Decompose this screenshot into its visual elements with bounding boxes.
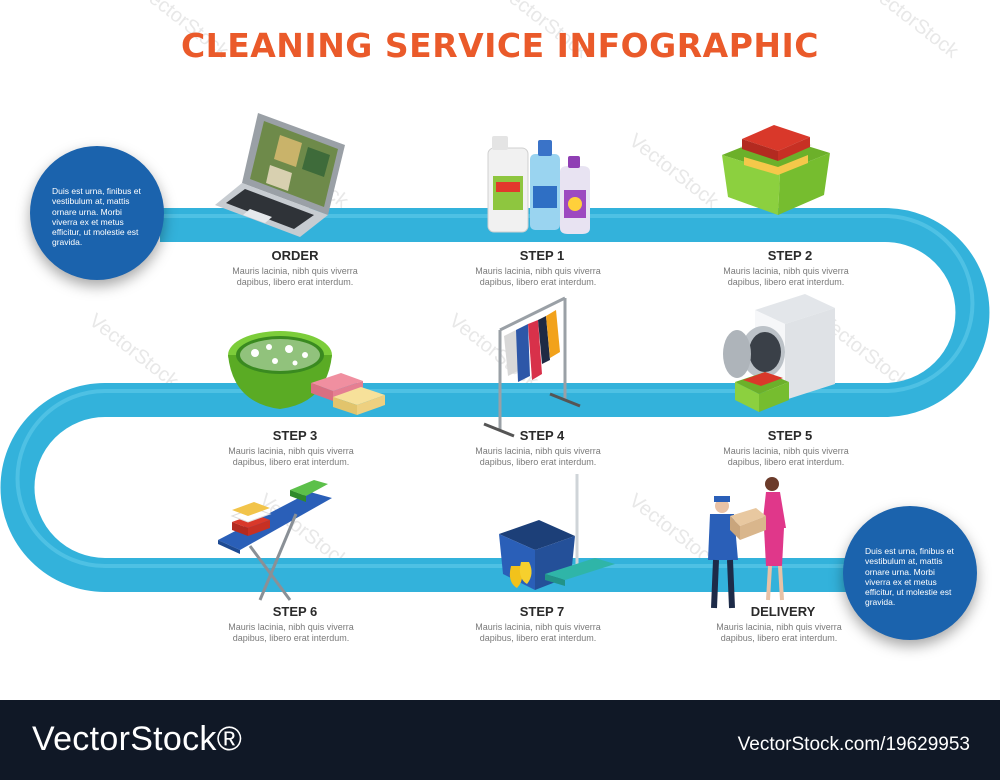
step-label-3: STEP 3	[272, 428, 318, 443]
wash-basin-icon	[228, 331, 385, 415]
info-bubble-text: Duis est urna, finibus et vestibulum at,…	[52, 186, 141, 248]
step-desc-3: Mauris lacinia, nibh quis viverra dapibu…	[228, 446, 354, 467]
delivery-person-icon	[708, 477, 786, 609]
process-path	[0, 208, 990, 592]
laptop-icon	[215, 113, 345, 237]
info-bubble-left: Duis est urna, finibus et vestibulum at,…	[30, 146, 164, 280]
ironing-board-icon	[218, 480, 332, 601]
step-label-4: STEP 4	[519, 428, 565, 443]
step-desc-4: Mauris lacinia, nibh quis viverra dapibu…	[475, 446, 601, 467]
laundry-basket-icon	[722, 125, 830, 215]
step-label-order: ORDER	[271, 248, 319, 263]
info-bubble-right: Duis est urna, finibus et vestibulum at,…	[843, 506, 977, 640]
step-label-2: STEP 2	[767, 248, 813, 263]
step-desc-1: Mauris lacinia, nibh quis viverra dapibu…	[475, 266, 601, 287]
footer-image-id: VectorStock.com/19629953	[737, 734, 970, 755]
step-desc-order: Mauris lacinia, nibh quis viverra dapibu…	[232, 266, 358, 287]
footer-bar: VectorStock® VectorStock.com/19629953	[0, 700, 1000, 780]
step-desc-delivery: Mauris lacinia, nibh quis viverra dapibu…	[716, 622, 842, 643]
step-desc-7: Mauris lacinia, nibh quis viverra dapibu…	[475, 622, 601, 643]
clothes-rack-icon	[483, 296, 581, 438]
step-label-7: STEP 7	[519, 604, 565, 619]
step-desc-6: Mauris lacinia, nibh quis viverra dapibu…	[228, 622, 354, 643]
mop-bucket-icon	[499, 474, 615, 590]
info-bubble-text: Duis est urna, finibus et vestibulum at,…	[865, 546, 954, 608]
step-label-delivery: DELIVERY	[750, 604, 816, 619]
detergent-bottles-icon	[487, 136, 590, 234]
washing-machine-icon	[723, 294, 835, 412]
step-label-5: STEP 5	[767, 428, 813, 443]
step-label-1: STEP 1	[519, 248, 565, 263]
footer-brand: VectorStock®	[32, 720, 243, 758]
step-desc-2: Mauris lacinia, nibh quis viverra dapibu…	[723, 266, 849, 287]
step-desc-5: Mauris lacinia, nibh quis viverra dapibu…	[723, 446, 849, 467]
page-title: CLEANING SERVICE INFOGRAPHIC	[180, 26, 820, 65]
step-label-6: STEP 6	[272, 604, 318, 619]
